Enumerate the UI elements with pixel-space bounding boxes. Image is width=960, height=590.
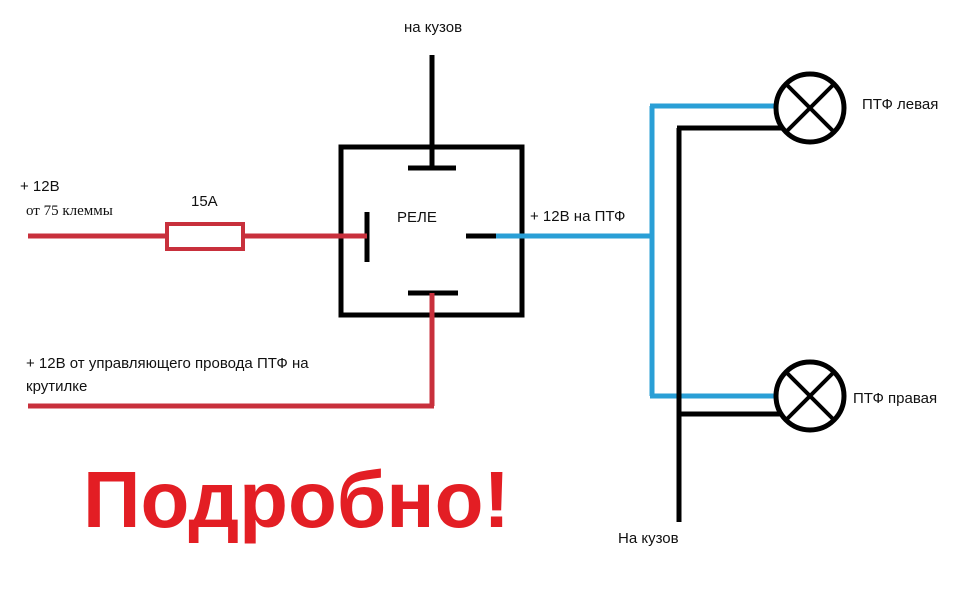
label-ground-top: на кузов [404, 19, 462, 36]
label-fuse: 15А [191, 193, 218, 210]
label-fog-left: ПТФ левая [862, 96, 938, 113]
fuse-symbol [165, 222, 245, 251]
label-control-line2: крутилке [26, 378, 87, 395]
lamp-left-icon [773, 71, 847, 145]
label-ground-bottom: На кузов [618, 530, 679, 547]
label-fog-right: ПТФ правая [853, 390, 937, 407]
lamp-right-icon [773, 359, 847, 433]
label-control-line1: + 12В от управляющего провода ПТФ на [26, 355, 309, 372]
label-plus12-to-fog: + 12В на ПТФ [530, 208, 625, 225]
label-relay: РЕЛЕ [397, 209, 437, 226]
headline: Подробно! [83, 455, 510, 544]
label-plus12-left: + 12В [20, 178, 60, 195]
label-from-terminal: от 75 клеммы [26, 203, 113, 219]
